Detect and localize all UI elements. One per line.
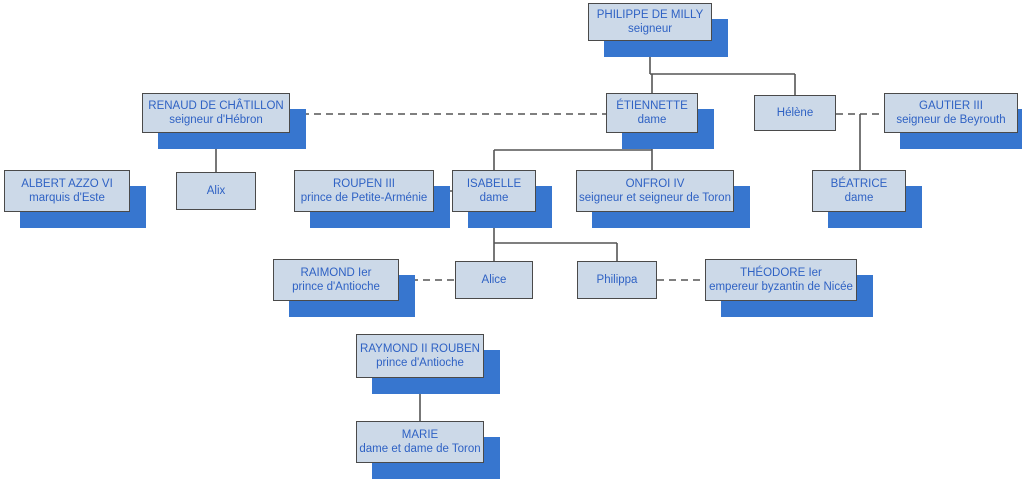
node-onfroi-name: ONFROI IV	[625, 177, 685, 190]
node-onfroi-title: seigneur et seigneur de Toron	[579, 192, 731, 204]
node-gautier-name: GAUTIER III	[919, 99, 983, 112]
node-helene[interactable]: Hélène	[754, 95, 836, 131]
node-albert-name: ALBERT AZZO VI	[21, 177, 113, 190]
node-albert[interactable]: ALBERT AZZO VI marquis d'Este	[4, 170, 130, 212]
node-philippa-name: Philippa	[596, 273, 638, 286]
node-roupen-title: prince de Petite-Arménie	[300, 192, 428, 204]
node-gautier[interactable]: GAUTIER III seigneur de Beyrouth	[884, 93, 1018, 133]
node-etiennette[interactable]: ÉTIENNETTE dame	[606, 93, 698, 133]
node-etiennette-title: dame	[637, 114, 667, 126]
node-marie[interactable]: MARIE dame et dame de Toron	[356, 421, 484, 463]
node-marie-title: dame et dame de Toron	[359, 443, 481, 455]
node-beatrice-title: dame	[844, 192, 874, 204]
node-alix-name: Alix	[206, 184, 226, 197]
node-isabelle-name: ISABELLE	[466, 177, 522, 190]
node-beatrice-name: BÉATRICE	[830, 177, 888, 190]
node-renaud[interactable]: RENAUD DE CHÂTILLON seigneur d'Hébron	[142, 93, 290, 133]
node-raimond[interactable]: RAIMOND Ier prince d'Antioche	[273, 259, 399, 301]
node-roupen-name: ROUPEN III	[333, 177, 395, 190]
node-philippe-name: PHILIPPE DE MILLY	[596, 8, 704, 21]
node-philippa[interactable]: Philippa	[577, 261, 657, 299]
node-raymond2-title: prince d'Antioche	[376, 357, 464, 369]
node-beatrice[interactable]: BÉATRICE dame	[812, 170, 906, 212]
node-renaud-name: RENAUD DE CHÂTILLON	[148, 99, 284, 112]
node-onfroi[interactable]: ONFROI IV seigneur et seigneur de Toron	[576, 170, 734, 212]
node-etiennette-name: ÉTIENNETTE	[616, 99, 688, 112]
node-philippe-title: seigneur	[627, 23, 673, 35]
node-theodore-title: empereur byzantin de Nicée	[709, 281, 853, 293]
node-raymond2-name: RAYMOND II ROUBEN	[360, 342, 480, 355]
node-marie-name: MARIE	[401, 428, 439, 441]
node-helene-name: Hélène	[776, 106, 814, 119]
node-roupen[interactable]: ROUPEN III prince de Petite-Arménie	[294, 170, 434, 212]
node-renaud-title: seigneur d'Hébron	[169, 114, 263, 126]
node-isabelle-title: dame	[479, 192, 509, 204]
node-alix[interactable]: Alix	[176, 172, 256, 210]
node-alice-name: Alice	[481, 273, 507, 286]
node-theodore-name: THÉODORE Ier	[740, 266, 822, 279]
node-isabelle[interactable]: ISABELLE dame	[452, 170, 536, 212]
node-albert-title: marquis d'Este	[29, 192, 105, 204]
node-theodore[interactable]: THÉODORE Ier empereur byzantin de Nicée	[705, 259, 857, 301]
node-raymond2[interactable]: RAYMOND II ROUBEN prince d'Antioche	[356, 334, 484, 378]
node-raimond-name: RAIMOND Ier	[300, 266, 372, 279]
node-alice[interactable]: Alice	[455, 261, 533, 299]
node-gautier-title: seigneur de Beyrouth	[896, 114, 1006, 126]
node-philippe[interactable]: PHILIPPE DE MILLY seigneur	[588, 3, 712, 41]
node-raimond-title: prince d'Antioche	[292, 281, 380, 293]
